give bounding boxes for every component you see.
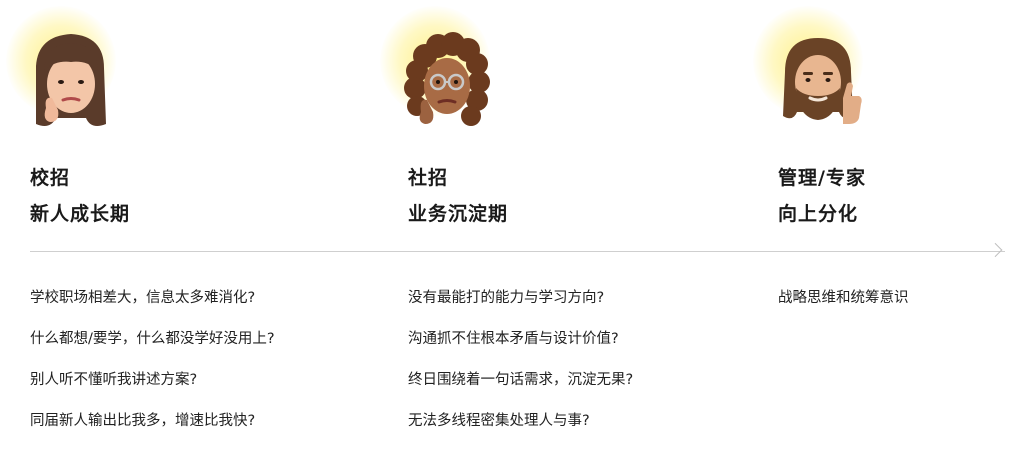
timeline-line bbox=[30, 251, 1005, 252]
stage-column-campus: 校招 新人成长期 学校职场相差大，信息太多难消化? 什么都想/要学，什么都没学好… bbox=[0, 0, 300, 464]
question-list: 没有最能打的能力与学习方向? 沟通抓不住根本矛盾与设计价值? 终日围绕着一句话需… bbox=[408, 291, 633, 455]
stage-title: 管理/专家 bbox=[778, 167, 866, 189]
avatar-bearded-man-thumbs-up-icon bbox=[783, 38, 862, 124]
question-list: 战略思维和统筹意识 bbox=[778, 291, 909, 332]
stage-subtitle: 新人成长期 bbox=[30, 203, 131, 225]
question-item: 学校职场相差大，信息太多难消化? bbox=[30, 290, 256, 306]
question-item: 没有最能打的能力与学习方向? bbox=[408, 290, 605, 306]
stage-column-social: 社招 业务沉淀期 没有最能打的能力与学习方向? 沟通抓不住根本矛盾与设计价值? … bbox=[375, 0, 675, 464]
avatar-girl-bangs-icon bbox=[36, 34, 106, 126]
question-item: 沟通抓不住根本矛盾与设计价值? bbox=[408, 331, 619, 347]
question-list: 学校职场相差大，信息太多难消化? 什么都想/要学，什么都没学好没用上? 别人听不… bbox=[30, 291, 275, 455]
stage-column-management: 管理/专家 向上分化 战略思维和统筹意识 bbox=[745, 0, 1017, 464]
question-item: 战略思维和统筹意识 bbox=[778, 290, 909, 306]
question-item: 无法多线程密集处理人与事? bbox=[408, 413, 590, 429]
question-item: 终日围绕着一句话需求，沉淀无果? bbox=[408, 372, 634, 388]
question-item: 同届新人输出比我多，增速比我快? bbox=[30, 413, 256, 429]
stage-title: 社招 bbox=[408, 167, 449, 189]
stage-subtitle: 向上分化 bbox=[778, 203, 859, 225]
question-item: 什么都想/要学，什么都没学好没用上? bbox=[30, 331, 275, 347]
stage-title: 校招 bbox=[30, 167, 71, 189]
question-item: 别人听不懂听我讲述方案? bbox=[30, 372, 198, 388]
avatar-curly-hair-glasses-icon bbox=[404, 32, 490, 126]
stage-subtitle: 业务沉淀期 bbox=[408, 203, 509, 225]
